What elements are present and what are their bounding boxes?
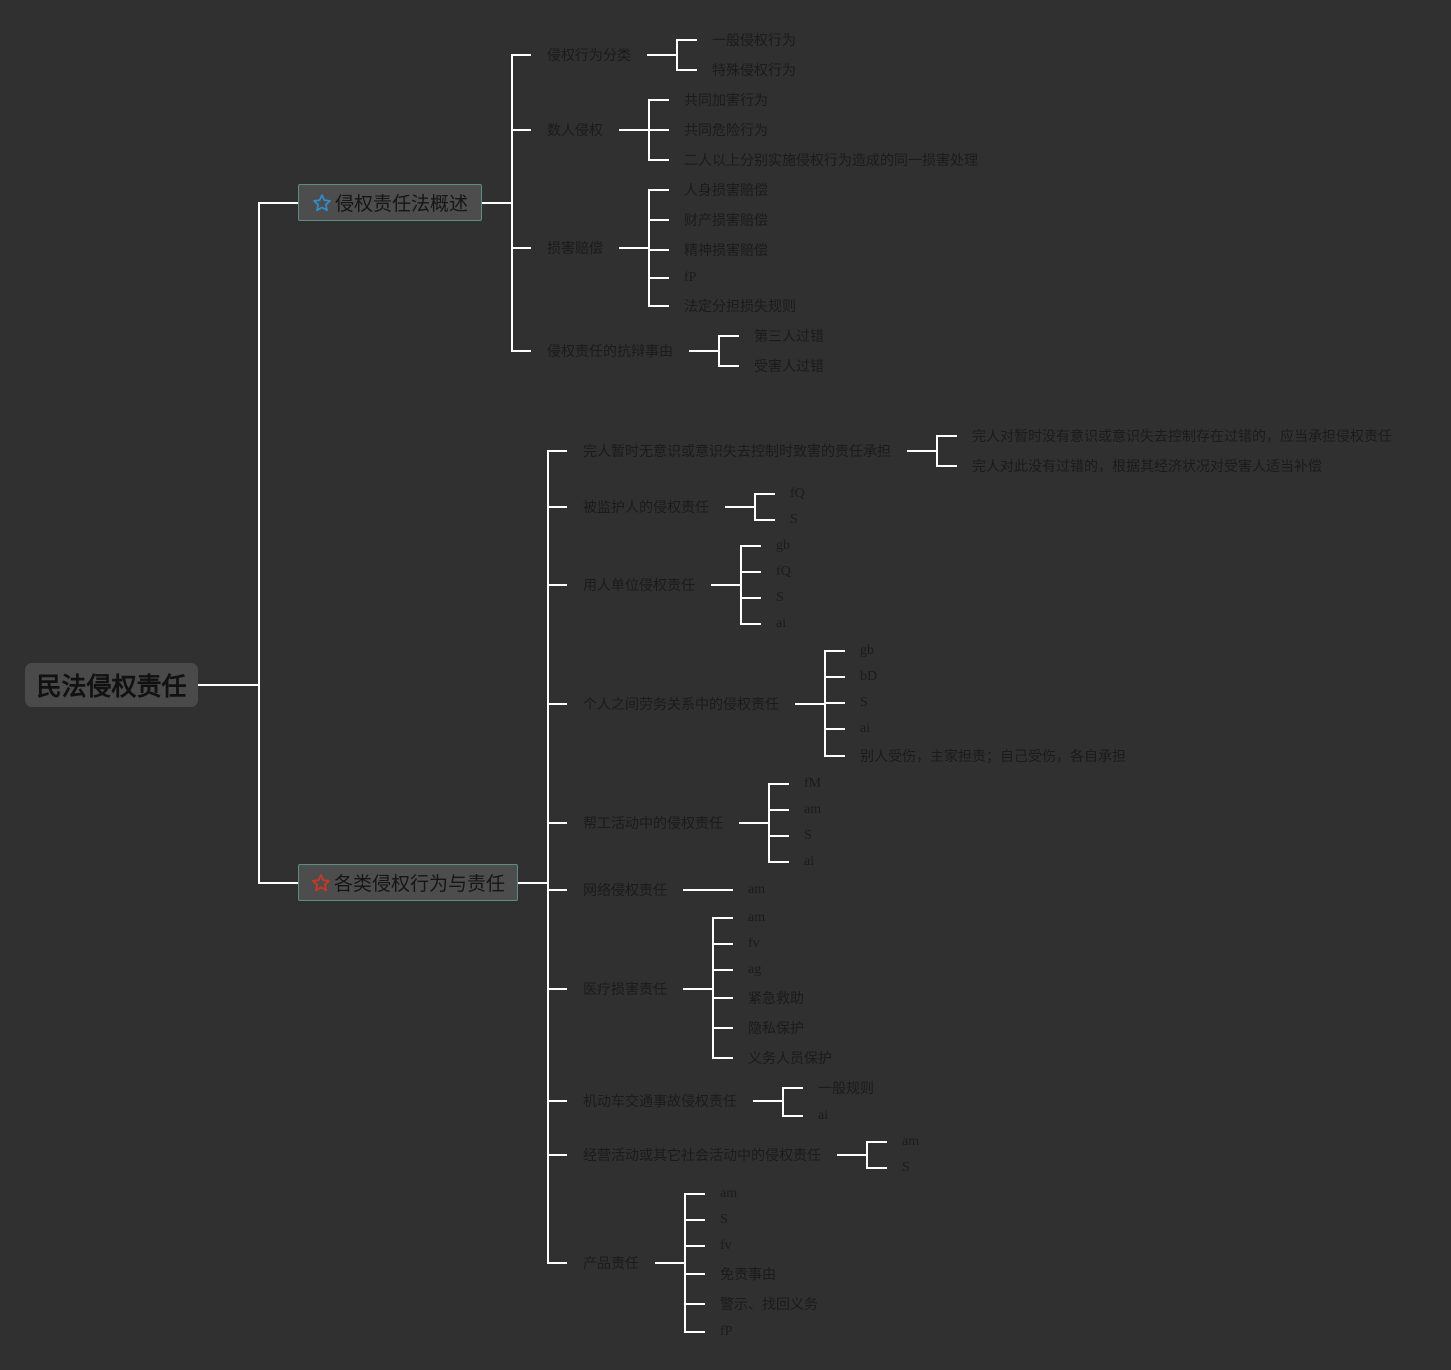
leaf-node[interactable]: 义务人员保护 — [748, 1050, 832, 1066]
subtopic-node[interactable]: 机动车交通事故侵权责任 — [583, 1093, 737, 1109]
leaf-node[interactable]: fP — [684, 270, 697, 285]
leaf-node[interactable]: 完人对暂时没有意识或意识失去控制存在过错的，应当承担侵权责任 — [972, 428, 1392, 444]
subtopic-node[interactable]: 经营活动或其它社会活动中的侵权责任 — [583, 1147, 821, 1163]
leaf-node[interactable]: ai — [776, 616, 787, 631]
leaf-node[interactable]: 别人受伤，主家担责；自己受伤，各自承担 — [860, 748, 1126, 764]
subtopic-node[interactable]: 数人侵权 — [547, 122, 603, 138]
leaf-node[interactable]: S — [776, 590, 784, 605]
leaf-node[interactable]: fQ — [790, 486, 805, 501]
leaf-node[interactable]: S — [860, 695, 868, 710]
leaf-node[interactable]: 免责事由 — [720, 1266, 776, 1282]
subtopic-node[interactable]: 产品责任 — [583, 1255, 639, 1271]
leaf-node[interactable]: am — [748, 882, 766, 897]
leaf-node[interactable]: 财产损害赔偿 — [684, 212, 768, 228]
leaf-node[interactable]: 隐私保护 — [748, 1020, 804, 1036]
leaf-node[interactable]: ai — [860, 721, 871, 736]
subtopic-node[interactable]: 帮工活动中的侵权责任 — [583, 815, 723, 831]
leaf-node[interactable]: 二人以上分别实施侵权行为造成的同一损害处理 — [684, 152, 978, 168]
leaf-node[interactable]: 第三人过错 — [754, 328, 824, 344]
leaf-node[interactable]: S — [902, 1160, 910, 1175]
subtopic-node[interactable]: 网络侵权责任 — [583, 882, 667, 898]
topic-node-categories[interactable]: 各类侵权行为与责任 — [298, 864, 518, 901]
leaf-node[interactable]: fv — [748, 936, 760, 951]
leaf-node[interactable]: fP — [720, 1324, 733, 1339]
star-outline-icon — [313, 193, 331, 211]
leaf-node[interactable]: ag — [748, 962, 762, 977]
leaf-node[interactable]: S — [804, 828, 812, 843]
subtopic-node[interactable]: 用人单位侵权责任 — [583, 577, 695, 593]
leaf-node[interactable]: 一般规则 — [818, 1080, 874, 1096]
leaf-node[interactable]: ai — [818, 1108, 829, 1123]
star-outline-icon — [311, 873, 330, 891]
leaf-node[interactable]: am — [804, 802, 822, 817]
subtopic-node[interactable]: 医疗损害责任 — [583, 981, 667, 997]
leaf-node[interactable]: S — [790, 512, 798, 527]
subtopic-node[interactable]: 侵权责任的抗辩事由 — [547, 343, 673, 359]
leaf-node[interactable]: gb — [776, 538, 790, 553]
leaf-node[interactable]: am — [720, 1186, 738, 1201]
leaf-node[interactable]: 一般侵权行为 — [712, 32, 796, 48]
leaf-node[interactable]: 完人对此没有过错的，根据其经济状况对受害人适当补偿 — [972, 458, 1322, 474]
subtopic-node[interactable]: 损害赔偿 — [547, 240, 603, 256]
leaf-node[interactable]: 精神损害赔偿 — [684, 242, 768, 258]
leaf-node[interactable]: S — [720, 1212, 728, 1227]
leaf-node[interactable]: 紧急救助 — [748, 990, 804, 1006]
leaf-node[interactable]: 人身损害赔偿 — [684, 182, 768, 198]
leaf-node[interactable]: 共同加害行为 — [684, 92, 768, 108]
root-node[interactable]: 民法侵权责任 — [25, 663, 198, 707]
root-label: 民法侵权责任 — [36, 673, 187, 701]
leaf-node[interactable]: 受害人过错 — [754, 358, 824, 374]
leaf-node[interactable]: fv — [720, 1238, 732, 1253]
leaf-node[interactable]: ai — [804, 854, 815, 869]
leaf-node[interactable]: gb — [860, 643, 874, 658]
leaf-node[interactable]: 警示、找回义务 — [720, 1296, 818, 1312]
leaf-node[interactable]: am — [902, 1134, 920, 1149]
leaf-node[interactable]: fQ — [776, 564, 791, 579]
topic-label: 各类侵权行为与责任 — [333, 874, 505, 895]
leaf-node[interactable]: bD — [860, 669, 878, 684]
leaf-node[interactable]: 共同危险行为 — [684, 122, 768, 138]
leaf-node[interactable]: fM — [804, 776, 822, 791]
leaf-node[interactable]: 特殊侵权行为 — [712, 62, 796, 78]
subtopic-node[interactable]: 侵权行为分类 — [547, 47, 631, 63]
topic-label: 侵权责任法概述 — [334, 194, 468, 215]
subtopic-node[interactable]: 完人暂时无意识或意识失去控制时致害的责任承担 — [583, 443, 891, 459]
leaf-node[interactable]: am — [748, 910, 766, 925]
subtopic-node[interactable]: 个人之间劳务关系中的侵权责任 — [583, 696, 779, 712]
leaf-node[interactable]: 法定分担损失规则 — [684, 298, 796, 314]
subtopic-node[interactable]: 被监护人的侵权责任 — [583, 499, 709, 515]
topic-node-overview[interactable]: 侵权责任法概述 — [298, 184, 482, 221]
